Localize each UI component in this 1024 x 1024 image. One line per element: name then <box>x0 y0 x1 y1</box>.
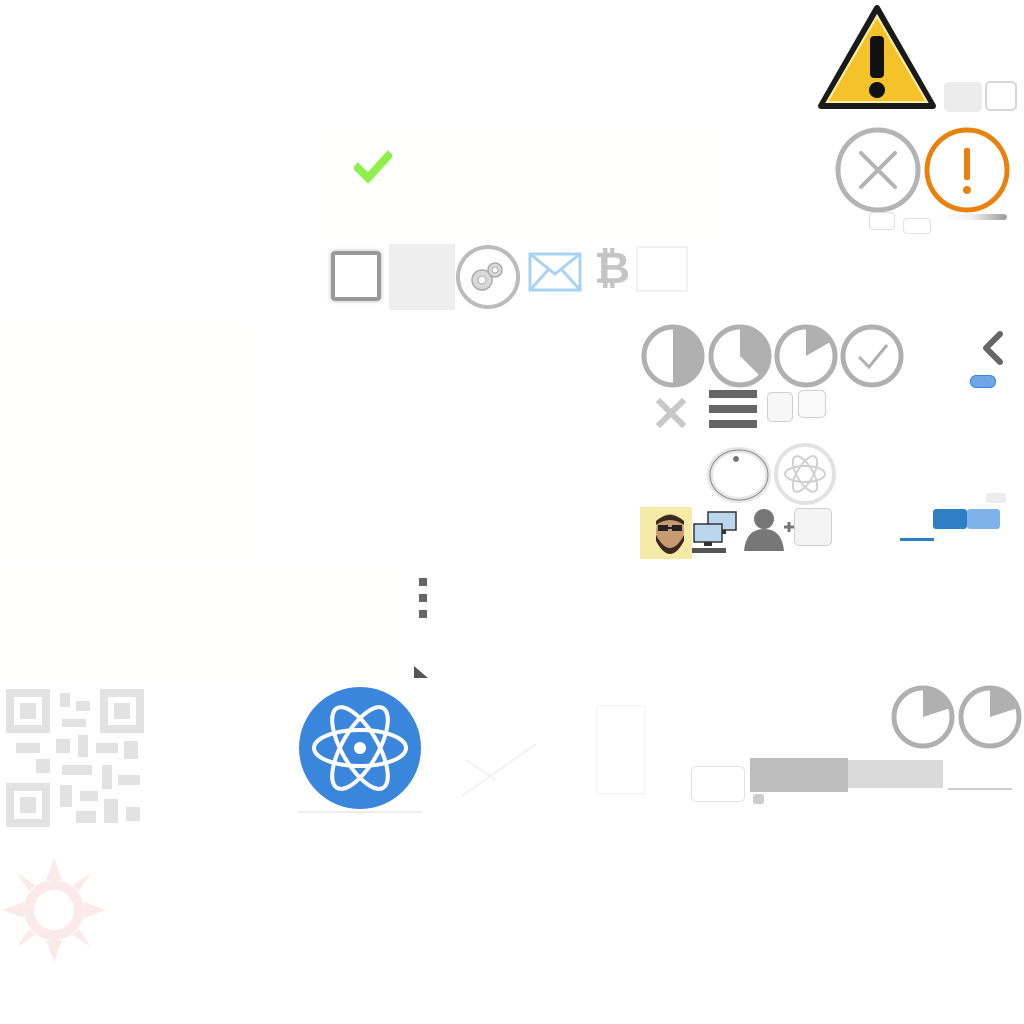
mail-icon[interactable] <box>528 252 582 292</box>
close-x-icon[interactable] <box>654 396 688 430</box>
square-button-gray[interactable] <box>944 82 982 112</box>
pie-fifth-b-slice <box>990 688 1018 717</box>
warning-triangle-icon <box>815 2 939 112</box>
avatar[interactable] <box>640 507 692 559</box>
pie-half-slice <box>673 327 702 385</box>
pie-sixth-slice <box>806 327 832 356</box>
progress-bar <box>750 758 1014 792</box>
progress-bar-line <box>948 788 1012 790</box>
blue-underline <box>900 538 934 541</box>
ghost-phone <box>596 705 646 795</box>
add-user-icon[interactable] <box>740 507 796 553</box>
hamburger-menu-icon[interactable] <box>707 388 759 430</box>
pie-three-eighths <box>707 323 773 389</box>
done-circle-icon[interactable] <box>839 323 905 389</box>
resize-handle-icon[interactable] <box>412 664 430 680</box>
blue-toggle-right[interactable] <box>967 509 1000 529</box>
blue-toggle-left[interactable] <box>933 509 967 529</box>
pie-fifth-slice <box>923 688 951 717</box>
small-blue-pill[interactable] <box>970 375 996 388</box>
white-button[interactable] <box>691 766 745 802</box>
tiny-button-1[interactable] <box>869 212 895 230</box>
pie-fifth <box>890 684 956 750</box>
small-button-b[interactable] <box>798 390 826 418</box>
sun-icon <box>2 858 106 962</box>
chevron-left-icon[interactable] <box>978 328 1008 368</box>
pie-sixth <box>773 323 839 389</box>
small-dot <box>753 794 764 804</box>
check-icon <box>354 150 392 184</box>
square-button-outline[interactable] <box>985 81 1017 111</box>
ghost-tab <box>986 493 1006 503</box>
atom-icon <box>772 443 838 505</box>
alert-circle-icon[interactable] <box>923 126 1011 214</box>
gray-tile[interactable] <box>389 244 455 310</box>
background-panel-bottom <box>0 568 400 678</box>
tiny-button-2[interactable] <box>903 218 931 234</box>
pie-half <box>640 323 706 389</box>
bitcoin-icon: ₿ <box>594 243 630 294</box>
pie-three-eighths-slice <box>740 327 770 377</box>
tiny-slider-track[interactable] <box>937 214 1007 220</box>
pie-fifth-b <box>957 684 1023 750</box>
ghost-tile <box>636 246 688 292</box>
error-circle-icon[interactable] <box>834 126 922 214</box>
qr-code-icon <box>6 689 144 827</box>
sparkle-icon <box>456 740 542 800</box>
network-computers-icon[interactable] <box>692 510 740 556</box>
atom-icon-blue[interactable] <box>296 684 424 814</box>
background-panel-top <box>318 128 716 238</box>
small-button-a[interactable] <box>767 392 793 422</box>
progress-bar-fill <box>750 758 848 792</box>
loading-ring-icon <box>706 446 772 504</box>
checkbox-square[interactable] <box>331 251 381 301</box>
kebab-menu-icon[interactable] <box>417 576 429 620</box>
panel-button[interactable] <box>794 508 832 546</box>
gears-icon[interactable] <box>455 244 521 310</box>
background-panel-left <box>0 322 245 562</box>
progress-bar-secondary <box>847 760 943 788</box>
